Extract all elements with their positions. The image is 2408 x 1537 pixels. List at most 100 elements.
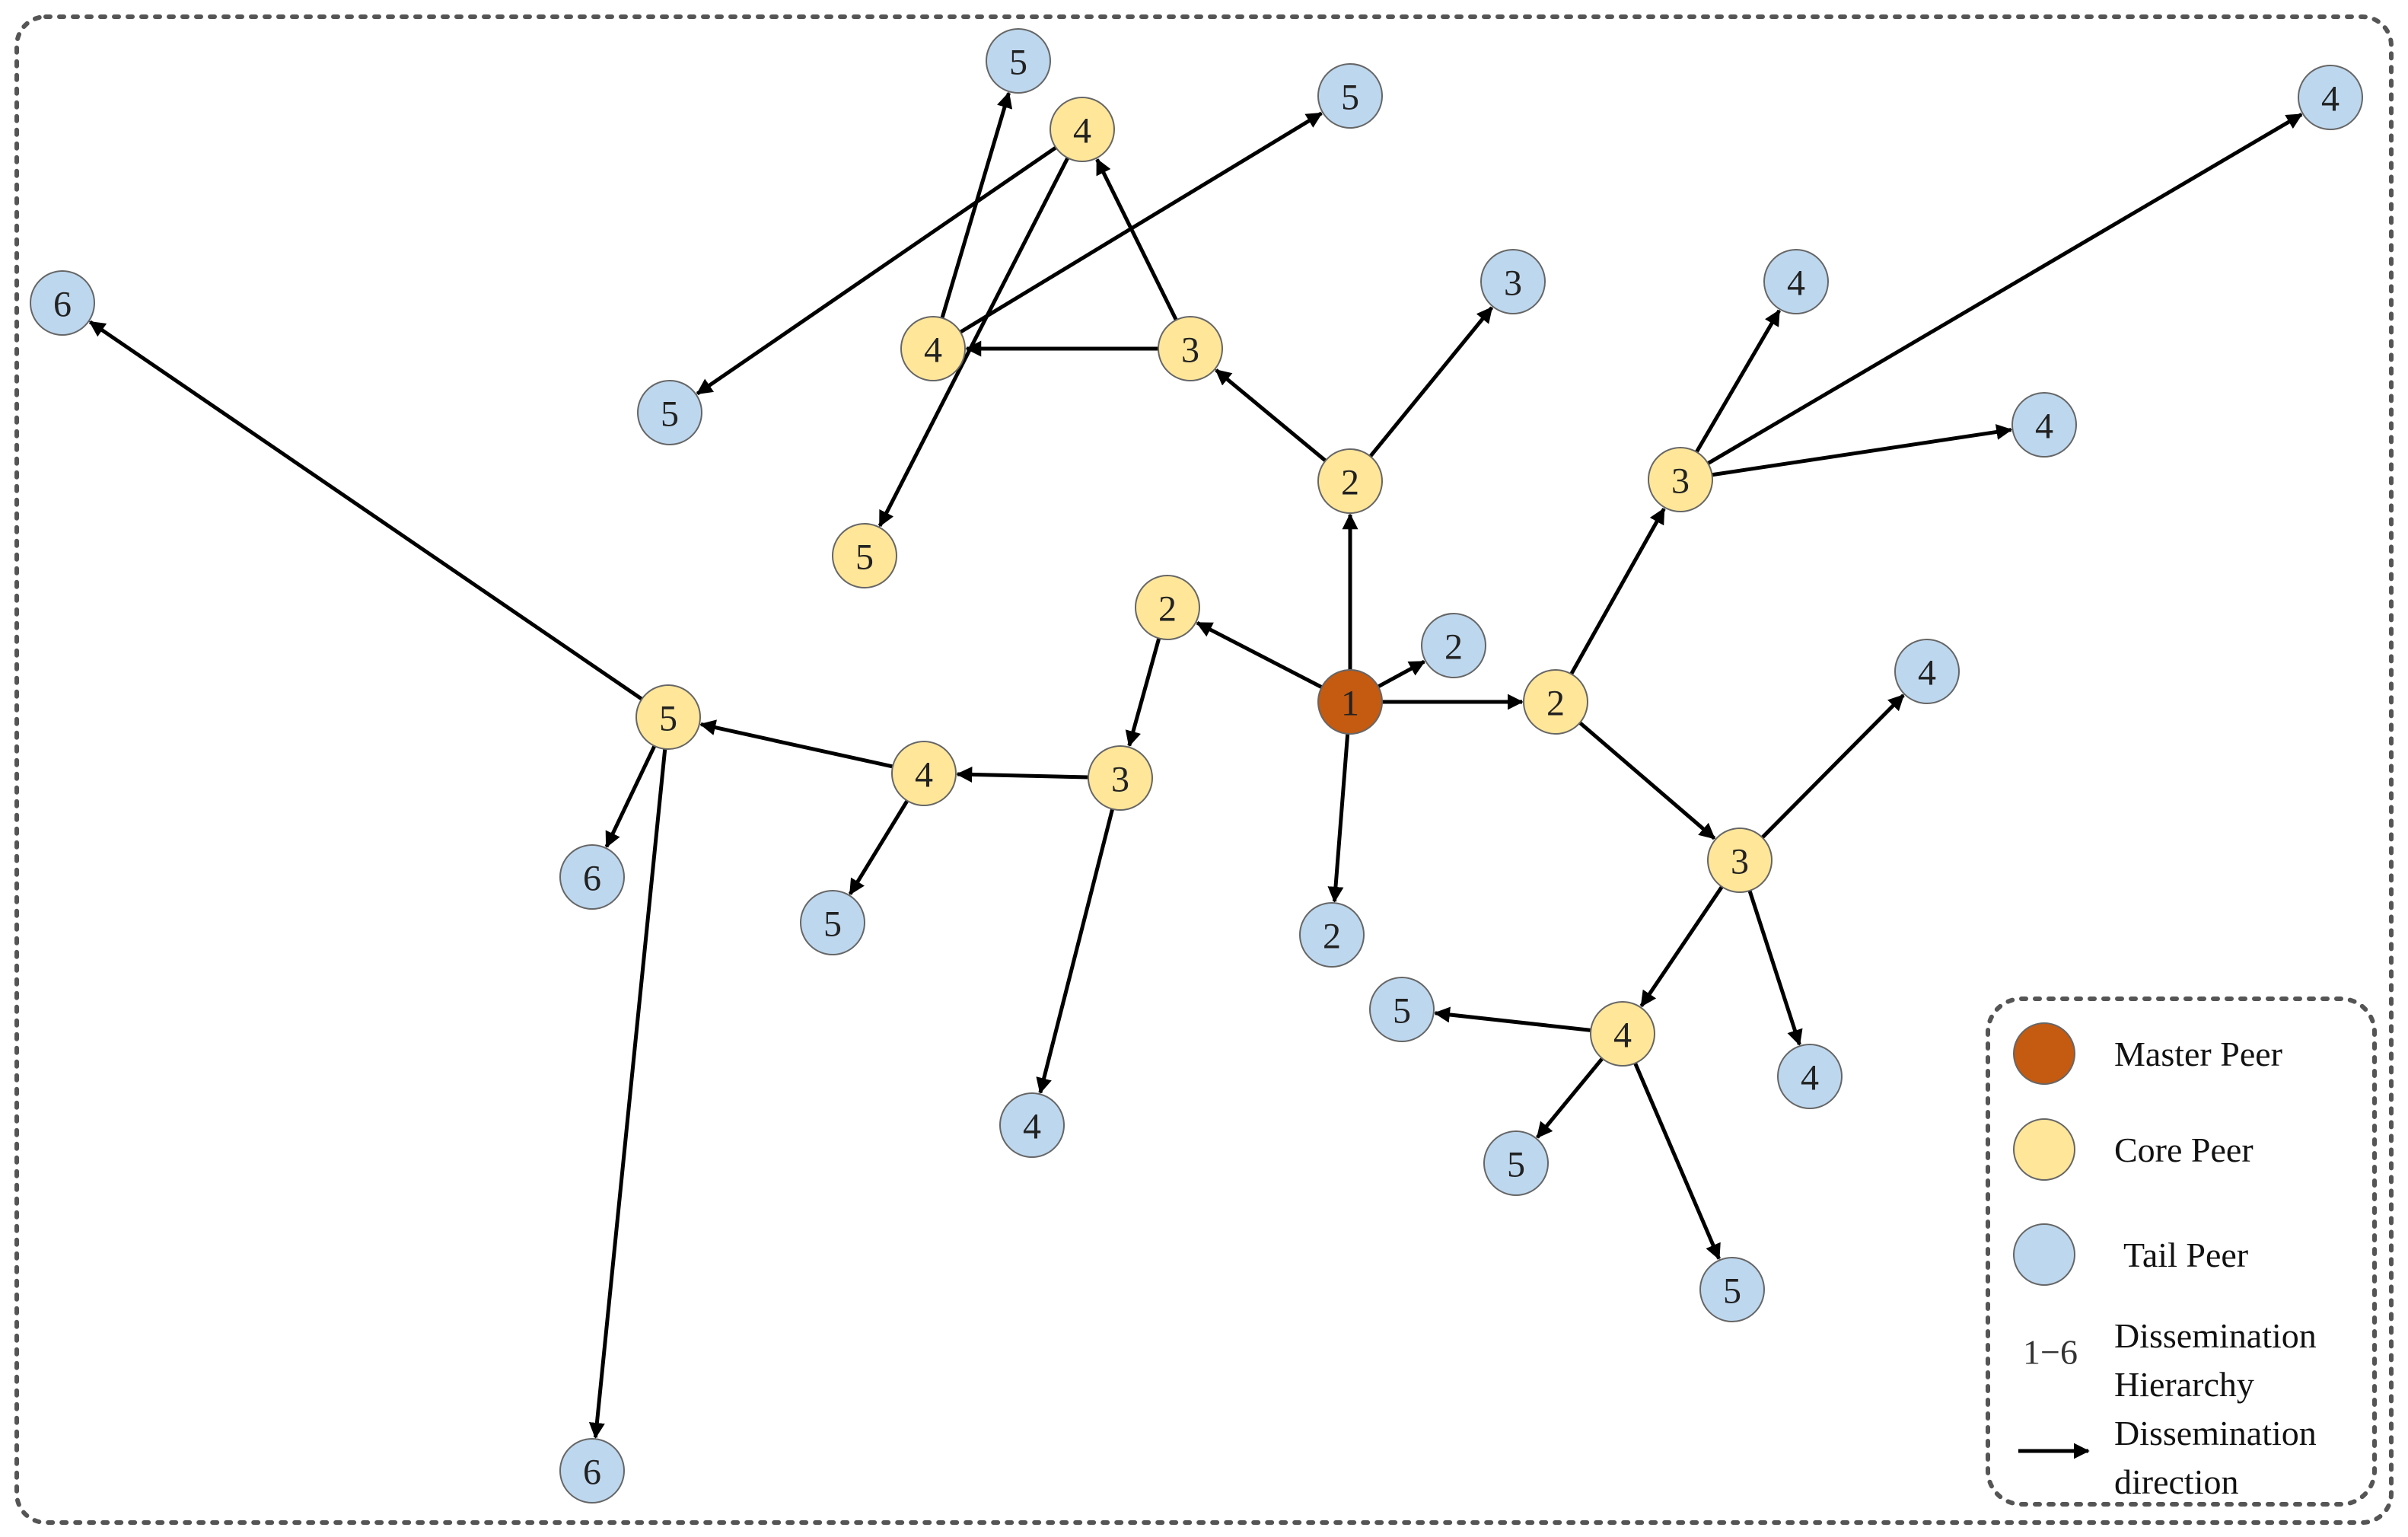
tail-peer-node: 5 [800, 890, 865, 955]
legend-hierarchy-symbol: 1−6 [2023, 1333, 2078, 1372]
edge-n2b-to-n3c [1125, 637, 1161, 748]
tail-peer-node: 5 [1369, 977, 1435, 1042]
legend-master-label: Master Peer [2114, 1035, 2282, 1073]
node-label: 3 [1111, 760, 1129, 800]
tail-peer-node: 4 [1777, 1044, 1843, 1109]
tail-peer-node: 6 [30, 270, 95, 336]
node-circle [900, 316, 966, 381]
node-circle [1135, 575, 1200, 640]
core-peer-node: 3 [1158, 316, 1223, 381]
edge-n5e-to-n6a [88, 320, 643, 701]
node-circle [1590, 1001, 1655, 1067]
node-label: 5 [1723, 1271, 1741, 1312]
edge-n2a-to-n3b [1368, 306, 1494, 458]
core-peer-node: 2 [1523, 669, 1588, 735]
node-label: 3 [1181, 330, 1199, 371]
edge-layer [88, 91, 2303, 1439]
edge-n4j-to-n5g [1433, 1006, 1591, 1032]
node-circle [1421, 613, 1486, 678]
node-label: 4 [1801, 1058, 1819, 1099]
legend: Master Peer Core Peer Tail Peer 1−6 Diss… [1986, 996, 2377, 1507]
tail-peer-node: 5 [637, 380, 702, 445]
node-circle [1158, 316, 1223, 381]
legend-direction-line1: Dissemination [2114, 1414, 2317, 1452]
edge-n5e-to-n6b [604, 745, 657, 848]
node-label: 1 [1341, 684, 1359, 724]
node-label: 2 [1444, 627, 1463, 668]
tail-peer-node: 5 [1483, 1130, 1549, 1196]
node-label: 5 [659, 699, 677, 739]
node-label: 2 [1158, 589, 1177, 630]
node-circle [999, 1092, 1065, 1158]
node-circle [1894, 639, 1960, 704]
node-label: 2 [1341, 463, 1359, 503]
tail-peer-node: 6 [559, 844, 625, 910]
node-label: 4 [1613, 1016, 1632, 1056]
node-circle [1480, 249, 1546, 314]
tail-peer-node: 4 [999, 1092, 1065, 1158]
node-circle [1523, 669, 1588, 735]
core-peer-node: 5 [832, 523, 897, 588]
node-circle [1777, 1044, 1843, 1109]
node-circle [1483, 1130, 1549, 1196]
node-label: 6 [583, 1452, 601, 1493]
edge-n1-to-n2e [1327, 733, 1350, 903]
node-label: 4 [1918, 653, 1936, 694]
node-label: 4 [1787, 263, 1805, 304]
edge-n3e-to-n4i [1747, 890, 1803, 1046]
edge-n4c-to-n5f [848, 799, 909, 895]
edge-n4a-to-n5b [959, 111, 1323, 334]
edge-n3d-to-n4g [1712, 424, 2013, 477]
node-circle [1648, 447, 1713, 512]
edge-n3c-to-n4d [1036, 808, 1115, 1095]
node-label: 6 [53, 285, 72, 325]
core-peer-node: 5 [635, 684, 701, 750]
node-label: 5 [855, 537, 874, 578]
edge-n1-to-n2b [1196, 620, 1323, 689]
node-circle [2011, 392, 2077, 458]
node-circle [1088, 745, 1153, 811]
tail-peer-node: 4 [2298, 65, 2363, 130]
node-circle [30, 270, 95, 336]
edge-n3d-to-n4f [1706, 113, 2303, 465]
node-label: 5 [823, 904, 842, 945]
legend-hierarchy-line2: Hierarchy [2114, 1365, 2254, 1404]
legend-hierarchy-line1: Dissemination [2114, 1316, 2317, 1355]
node-label: 3 [1671, 461, 1690, 502]
node-circle [637, 380, 702, 445]
core-peer-node: 2 [1317, 448, 1383, 514]
core-peer-node: 4 [900, 316, 966, 381]
tail-peer-node: 4 [2011, 392, 2077, 458]
edge-n2c-to-n3d [1569, 507, 1666, 675]
node-circle [1763, 249, 1829, 314]
node-circle [1707, 827, 1773, 893]
node-circle [986, 28, 1051, 94]
node-label: 3 [1504, 263, 1522, 304]
tail-peer-node: 5 [1317, 63, 1383, 129]
core-peer-node: 2 [1135, 575, 1200, 640]
tail-peer-node: 4 [1763, 249, 1829, 314]
node-label: 5 [1393, 991, 1411, 1032]
edge-n3a-to-n4b [1095, 158, 1178, 321]
core-peer-node: 3 [1648, 447, 1713, 512]
core-peer-node: 4 [1590, 1001, 1655, 1067]
tail-peer-node: 6 [559, 1438, 625, 1504]
legend-core-swatch [2013, 1118, 2075, 1181]
edge-n4c-to-n5e [699, 719, 893, 769]
node-circle [559, 844, 625, 910]
edge-n4j-to-n5i [1633, 1062, 1721, 1261]
legend-tail-swatch [2013, 1223, 2075, 1286]
legend-border [1986, 996, 2377, 1507]
node-label: 2 [1546, 684, 1565, 724]
node-label: 5 [661, 394, 679, 435]
edge-n3e-to-n4h [1760, 694, 1905, 839]
edge-n4b-to-n5c [696, 145, 1057, 396]
node-circle [832, 523, 897, 588]
legend-tail-label: Tail Peer [2123, 1236, 2248, 1274]
tail-peer-node: 3 [1480, 249, 1546, 314]
node-label: 4 [924, 330, 942, 371]
edge-n2c-to-n3e [1578, 721, 1716, 840]
node-label: 4 [915, 755, 933, 796]
